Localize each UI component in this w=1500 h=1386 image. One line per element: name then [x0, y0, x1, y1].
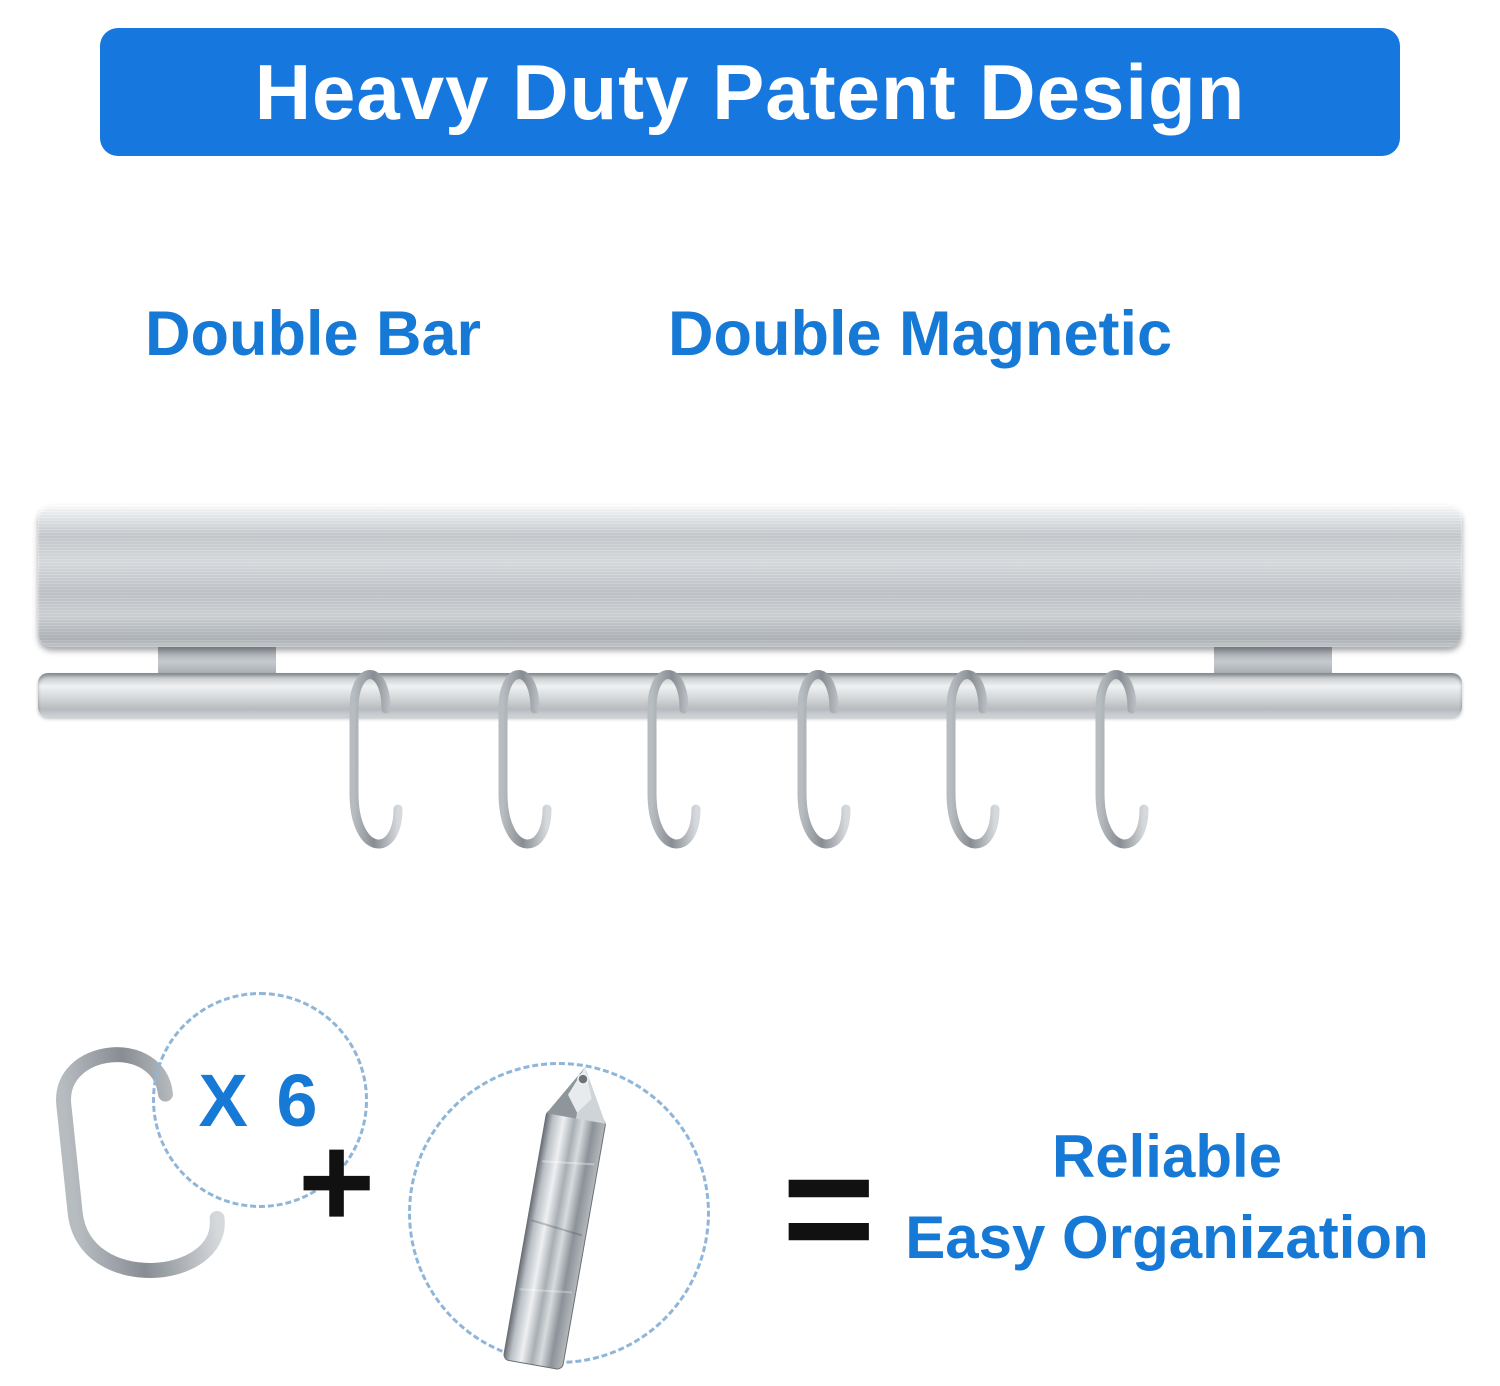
s-hook-icon	[647, 670, 701, 849]
plus-sign: +	[298, 1108, 376, 1255]
result-text: Reliable Easy Organization	[878, 1116, 1456, 1278]
s-hook-icon	[498, 670, 552, 849]
anchor-circle	[408, 1062, 710, 1370]
rack-top-bar	[38, 505, 1462, 647]
banner: Heavy Duty Patent Design	[100, 28, 1400, 156]
banner-title: Heavy Duty Patent Design	[254, 47, 1246, 136]
mounting-foot-left	[158, 641, 276, 679]
product-rack-image	[38, 505, 1462, 925]
hooks-row	[334, 651, 1152, 901]
rack-lower-bar	[38, 673, 1462, 717]
hook-count-circle: X 6	[152, 992, 368, 1208]
s-hook-icon	[1095, 670, 1149, 849]
s-hook-icon	[797, 670, 851, 849]
s-hook-icon	[946, 670, 1000, 849]
magnet-anchor-icon	[503, 1067, 606, 1370]
hook-count-label: X 6	[198, 1058, 322, 1142]
feature-label-double-magnetic: Double Magnetic	[668, 299, 1173, 369]
equals-sign: =	[782, 1118, 876, 1297]
result-line-1: Reliable	[1051, 1123, 1283, 1190]
s-hook-icon	[349, 670, 403, 849]
feature-label-double-bar: Double Bar	[145, 299, 482, 369]
result-line-2: Easy Organization	[905, 1204, 1429, 1271]
big-s-hook-icon	[0, 1013, 254, 1345]
mounting-foot-right	[1214, 641, 1332, 679]
